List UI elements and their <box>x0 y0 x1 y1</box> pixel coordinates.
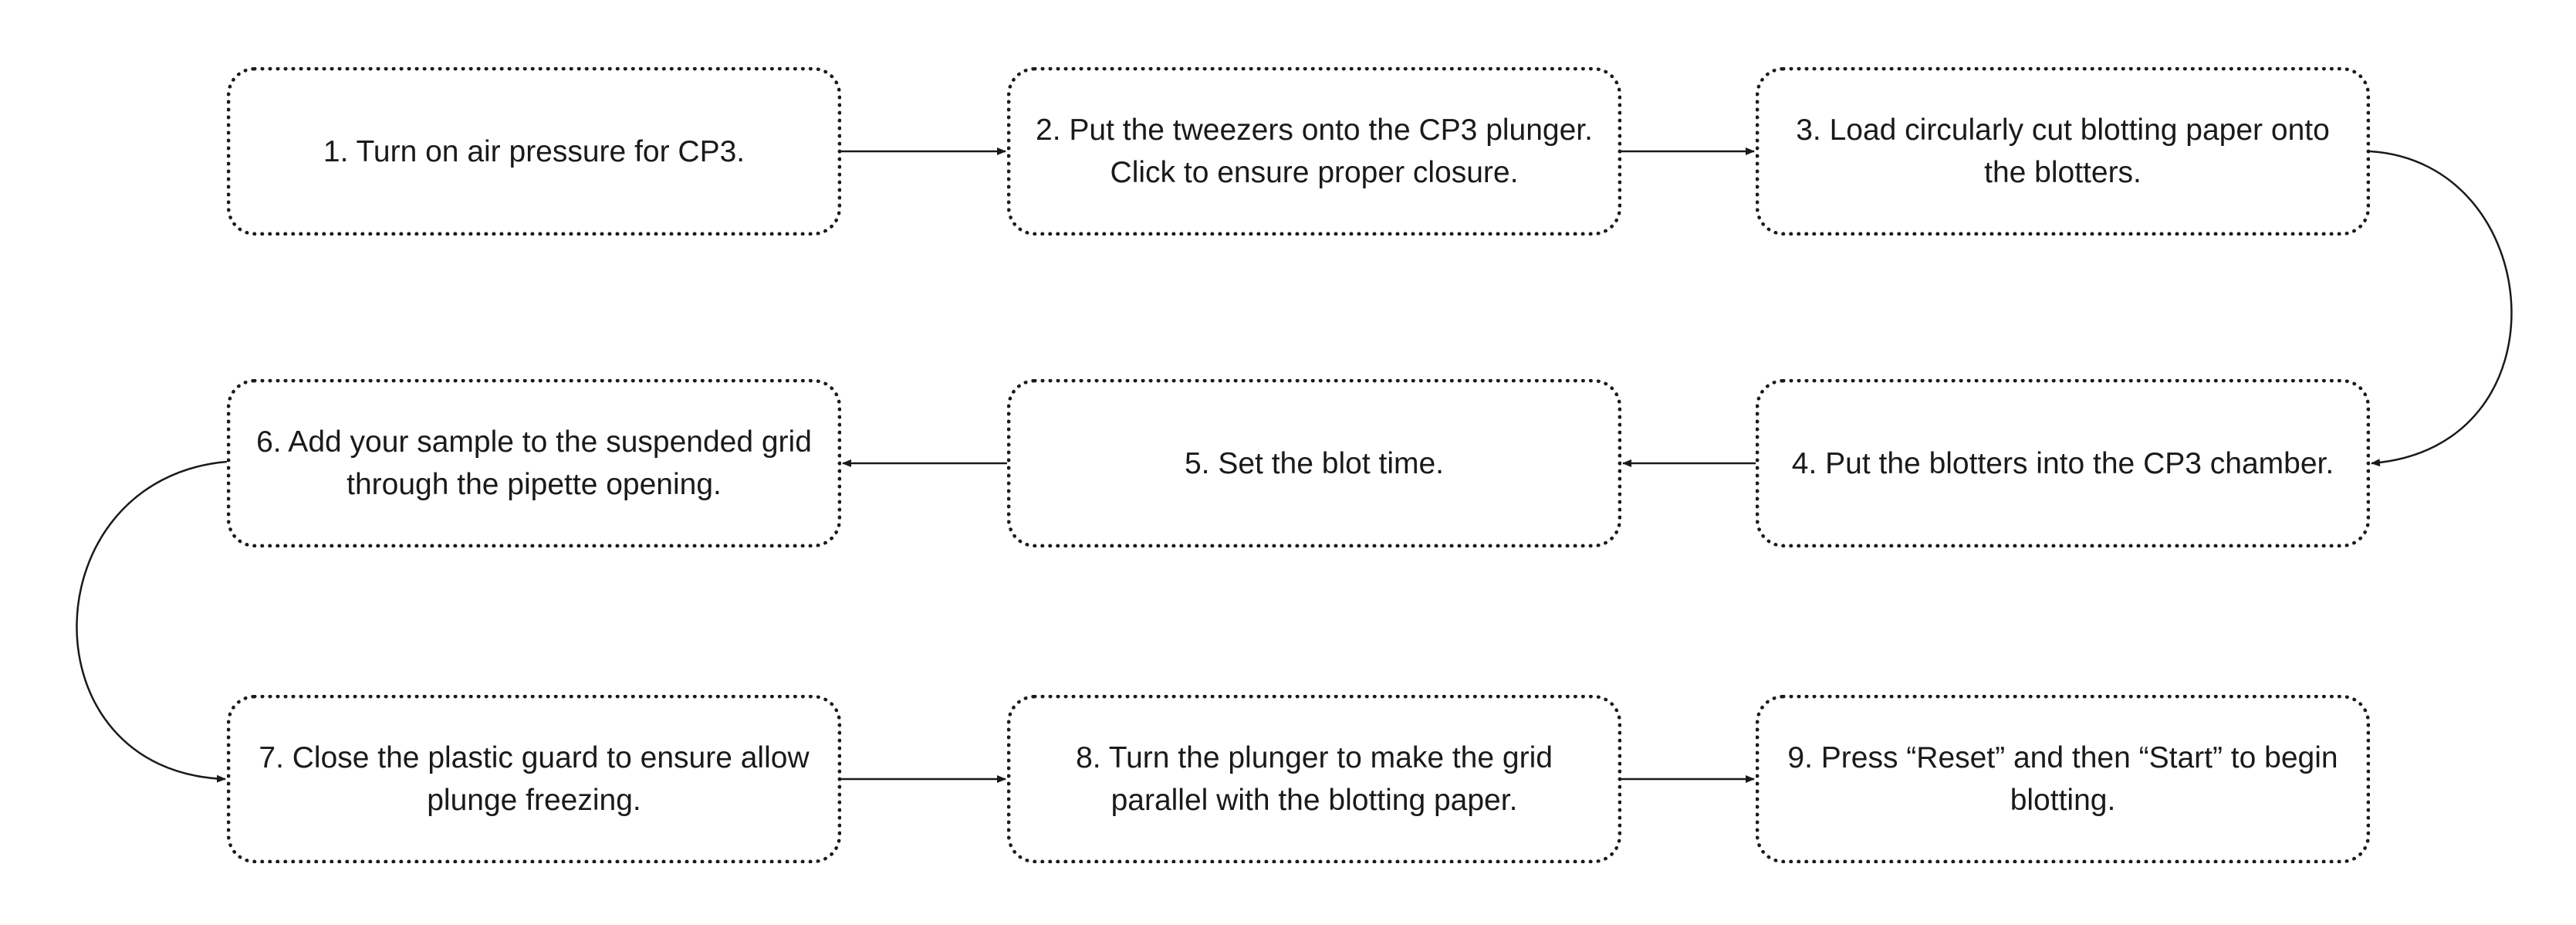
step-3-text: 3. Load circularly cut blotting paper on… <box>1796 114 2330 189</box>
step-9-text: 9. Press “Reset” and then “Start” to beg… <box>1787 741 2338 817</box>
step-3-box: 3. Load circularly cut blotting paper on… <box>1756 67 2370 235</box>
step-4-text: 4. Put the blotters into the CP3 chamber… <box>1791 446 2334 480</box>
step-8-text: 8. Turn the plunger to make the grid par… <box>1076 741 1553 817</box>
step-4-box: 4. Put the blotters into the CP3 chamber… <box>1756 379 2370 547</box>
step-7-text: 7. Close the plastic guard to ensure all… <box>259 741 810 817</box>
step-6-box: 6. Add your sample to the suspended grid… <box>227 379 841 547</box>
step-2-text: 2. Put the tweezers onto the CP3 plunger… <box>1036 114 1593 189</box>
step-8-box: 8. Turn the plunger to make the grid par… <box>1007 695 1621 863</box>
step-2-box: 2. Put the tweezers onto the CP3 plunger… <box>1007 67 1621 235</box>
step-1-text: 1. Turn on air pressure for CP3. <box>323 134 745 168</box>
step-9-box: 9. Press “Reset” and then “Start” to beg… <box>1756 695 2370 863</box>
step-6-text: 6. Add your sample to the suspended grid… <box>256 425 812 501</box>
step-5-box: 5. Set the blot time. <box>1007 379 1621 547</box>
arrow-step3-to-step4 <box>2369 150 2513 467</box>
step-7-box: 7. Close the plastic guard to ensure all… <box>227 695 841 863</box>
step-1-box: 1. Turn on air pressure for CP3. <box>227 67 841 235</box>
step-5-text: 5. Set the blot time. <box>1184 446 1444 480</box>
arrow-step6-to-step7 <box>76 460 228 783</box>
